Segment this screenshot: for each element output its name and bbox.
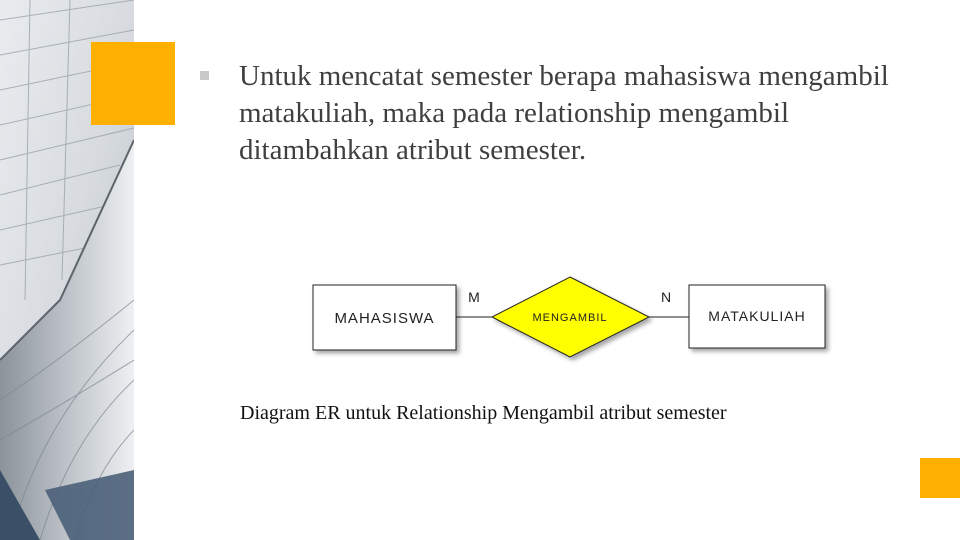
- accent-square-top: [91, 42, 175, 125]
- entity-matakuliah: MATAKULIAH: [688, 284, 826, 349]
- cardinality-m: M: [468, 289, 480, 305]
- er-diagram: MAHASISWA MENGAMBIL MATAKULIAH M N: [300, 270, 840, 370]
- relationship-mengambil: MENGAMBIL: [490, 276, 651, 358]
- diagram-caption: Diagram ER untuk Relationship Mengambil …: [240, 402, 727, 424]
- entity-mahasiswa-label: MAHASISWA: [334, 310, 434, 327]
- cardinality-n: N: [661, 289, 671, 305]
- bullet-text: Untuk mencatat semester berapa mahasiswa…: [239, 60, 889, 166]
- relationship-mengambil-label: MENGAMBIL: [532, 312, 607, 324]
- accent-square-bottom: [920, 458, 960, 498]
- entity-mahasiswa: MAHASISWA: [312, 284, 457, 351]
- bullet-square-icon: [200, 71, 209, 80]
- entity-matakuliah-label: MATAKULIAH: [708, 308, 805, 324]
- bullet-item: Untuk mencatat semester berapa mahasiswa…: [200, 58, 930, 169]
